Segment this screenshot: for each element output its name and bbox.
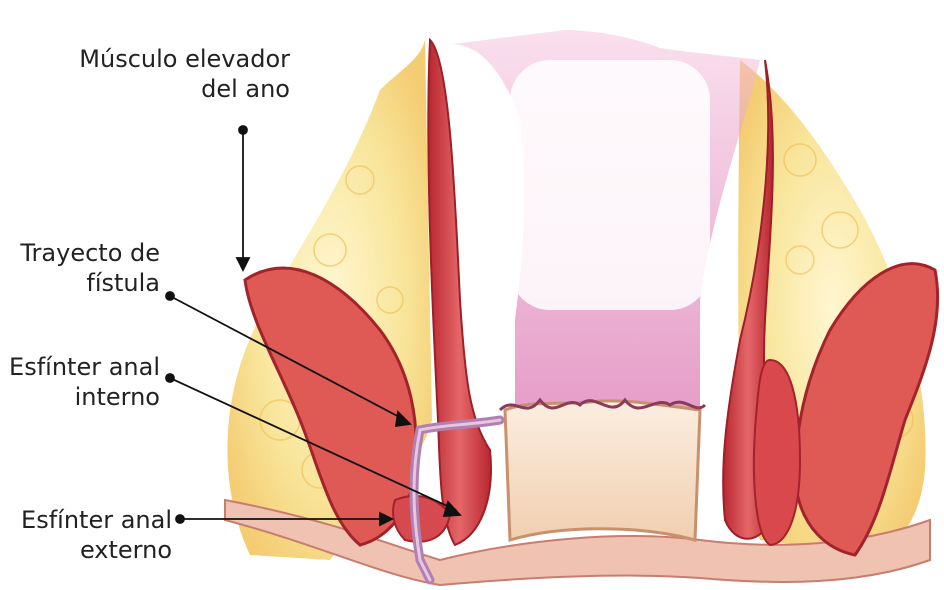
anal-canal-lining: [505, 401, 700, 540]
label-levator-line2: del ano: [79, 74, 290, 104]
label-external-line2: externo: [21, 535, 172, 565]
label-levator-line1: Músculo elevador: [79, 44, 290, 74]
label-external-line1: Esfínter anal: [21, 505, 172, 535]
label-internal-line2: interno: [9, 382, 160, 412]
label-fistula-line1: Trayecto de: [20, 238, 160, 268]
external-sphincter-right-inner: [754, 360, 800, 545]
internal-sphincter-left: [428, 40, 491, 545]
label-internal-sphincter: Esfínter anal interno: [9, 352, 160, 412]
rectal-lumen: [510, 60, 710, 310]
label-fistula-tract: Trayecto de fístula: [20, 238, 160, 298]
label-external-sphincter: Esfínter anal externo: [21, 505, 172, 565]
label-levator-ani: Músculo elevador del ano: [79, 44, 290, 104]
label-internal-line1: Esfínter anal: [9, 352, 160, 382]
label-fistula-line2: fístula: [20, 268, 160, 298]
